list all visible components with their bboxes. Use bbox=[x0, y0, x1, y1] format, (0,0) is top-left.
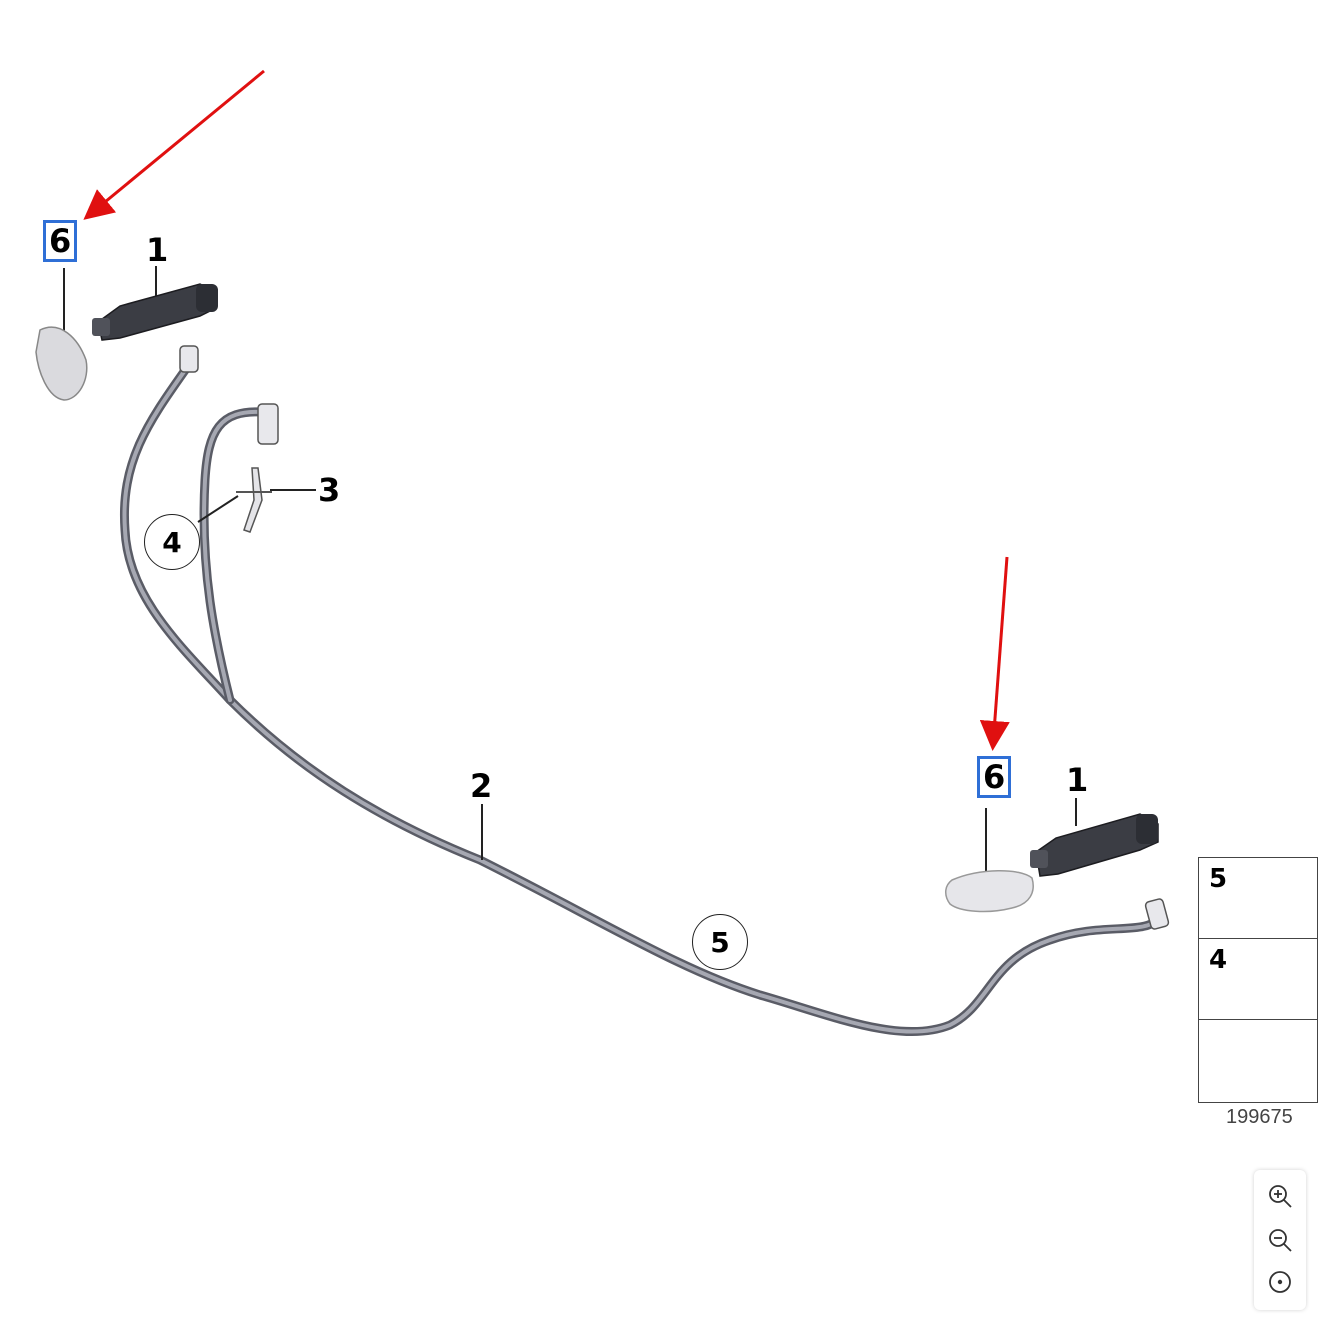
hose-connector-top bbox=[179, 345, 199, 373]
nozzle-cover-left bbox=[35, 326, 88, 401]
diagram-id: 199675 bbox=[1226, 1106, 1293, 1128]
legend-number-5: 5 bbox=[1209, 864, 1228, 894]
nozzle-cover-right bbox=[945, 870, 1034, 913]
leader-lines bbox=[63, 266, 1077, 872]
label-part-6-left[interactable]: 6 bbox=[43, 220, 78, 262]
label-part-5-circled[interactable]: 5 bbox=[692, 914, 748, 970]
red-arrow-right bbox=[979, 556, 1010, 751]
legend-row-screw[interactable]: 4 bbox=[1199, 939, 1317, 1020]
zoom-out-icon[interactable] bbox=[1266, 1226, 1294, 1254]
hose-connector-right bbox=[1144, 898, 1170, 930]
legend-row-direction bbox=[1199, 1020, 1317, 1102]
washer-nozzle-right bbox=[1030, 813, 1159, 877]
washer-hose bbox=[119, 361, 1163, 1036]
label-part-6-right[interactable]: 6 bbox=[977, 756, 1012, 798]
washer-nozzle-left bbox=[92, 283, 218, 341]
zoom-in-icon[interactable] bbox=[1266, 1182, 1294, 1210]
parts-legend: 5 4 bbox=[1198, 857, 1318, 1103]
label-part-4-circled[interactable]: 4 bbox=[144, 514, 200, 570]
label-part-2[interactable]: 2 bbox=[470, 767, 493, 805]
red-arrow-left bbox=[83, 69, 265, 220]
label-part-3[interactable]: 3 bbox=[318, 471, 341, 509]
label-part-1-left[interactable]: 1 bbox=[146, 231, 169, 269]
hose-clip bbox=[236, 467, 272, 533]
zoom-controls bbox=[1254, 1170, 1306, 1310]
label-part-1-right[interactable]: 1 bbox=[1066, 761, 1089, 799]
hose-connector-mid bbox=[257, 403, 279, 445]
reset-view-icon[interactable] bbox=[1266, 1268, 1294, 1296]
legend-number-4: 4 bbox=[1209, 945, 1228, 975]
legend-row-clip[interactable]: 5 bbox=[1199, 858, 1317, 939]
